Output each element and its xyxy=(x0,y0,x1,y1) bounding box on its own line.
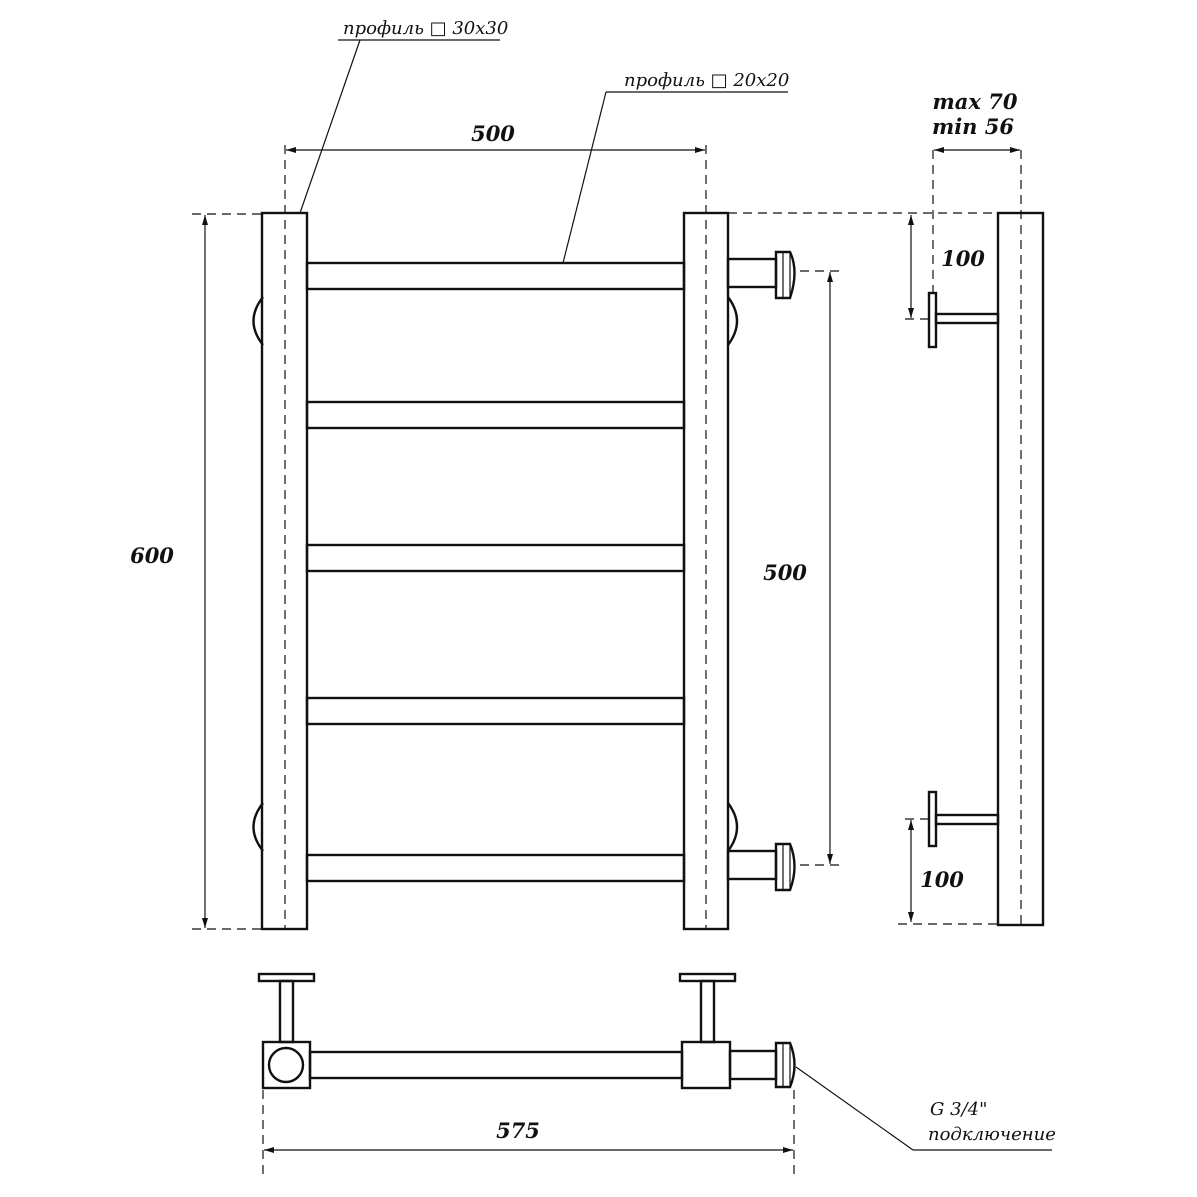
top-left-post-bore xyxy=(267,1046,305,1084)
connection-thread-label: G 3/4" xyxy=(930,1099,987,1120)
offset-top-label: 100 xyxy=(941,246,985,271)
top-view: 575 G 3/4" подключение xyxy=(257,972,1056,1180)
rung-2 xyxy=(305,400,686,430)
upper-connector xyxy=(726,250,796,300)
side-view: max 70 min 56 100 100 xyxy=(898,89,1045,927)
width-dimension-label: 500 xyxy=(471,121,515,146)
offset-bottom-label: 100 xyxy=(920,867,964,892)
connection-word-label: подключение xyxy=(928,1124,1056,1145)
rung-1 xyxy=(305,261,686,291)
right-lower-bracket xyxy=(727,802,739,852)
profile-small-label: профиль □ 20x20 xyxy=(624,70,789,91)
depth-min-label: min 56 xyxy=(932,114,1014,139)
center-distance-label: 500 xyxy=(763,560,807,585)
top-pipe xyxy=(308,1050,684,1080)
side-lower-bracket xyxy=(927,790,1000,848)
rungs xyxy=(305,261,686,883)
left-upper-bracket xyxy=(252,296,264,346)
front-view: 500 600 500 профиль □ 30x30 профиль □ 20… xyxy=(130,18,998,931)
rung-3 xyxy=(305,543,686,573)
connection-leader xyxy=(795,1066,914,1151)
profile-large-leader xyxy=(299,39,361,214)
rung-4 xyxy=(305,696,686,726)
height-dimension-label: 600 xyxy=(130,543,174,568)
lower-connector xyxy=(726,842,796,892)
rung-5 xyxy=(305,853,686,883)
side-upper-bracket xyxy=(927,291,1000,349)
profile-large-label: профиль □ 30x30 xyxy=(343,18,508,39)
overall-width-label: 575 xyxy=(496,1118,540,1143)
profile-small-leader xyxy=(562,91,607,264)
top-right-post xyxy=(680,1040,732,1090)
right-upper-bracket xyxy=(727,296,739,346)
depth-max-label: max 70 xyxy=(933,89,1018,114)
left-lower-bracket xyxy=(252,802,264,852)
top-left-post xyxy=(261,1040,312,1090)
top-connector xyxy=(728,1041,796,1089)
